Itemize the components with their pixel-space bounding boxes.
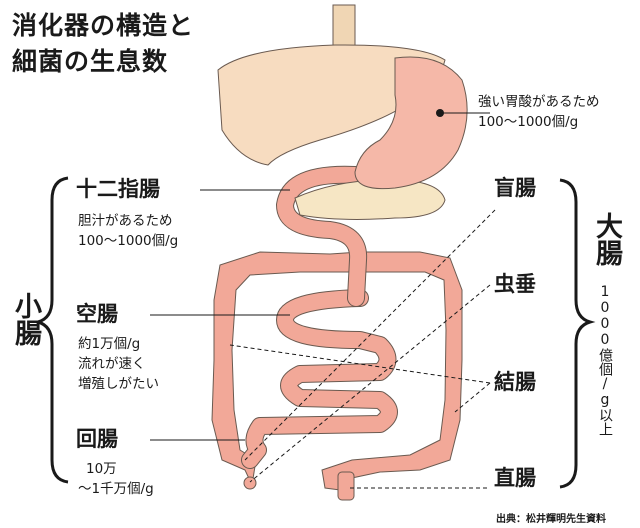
jejunum-note-1: 約1万個/g: [78, 336, 141, 352]
duodenum-note-2: 100〜1000個/g: [78, 233, 179, 249]
jejunum-label: 空腸: [76, 302, 118, 326]
pancreas-shape: [294, 179, 446, 220]
title-line-2: 細菌の生息数: [12, 47, 169, 76]
rectum-shape: [337, 471, 355, 501]
appendix-label: 虫垂: [494, 272, 536, 296]
ileum-note-1: 10万: [86, 461, 117, 477]
stomach-note-1: 強い胃酸があるため: [478, 94, 600, 110]
colon-label: 結腸: [494, 370, 536, 394]
duodenum-note-1: 胆汁があるため: [78, 213, 173, 229]
stomach-note-2: 100〜1000個/g: [478, 114, 579, 130]
rectum-label: 直腸: [494, 466, 536, 490]
title-line-1: 消化器の構造と: [12, 11, 195, 40]
ileum-note-2: 〜1千万個/g: [78, 481, 154, 497]
ileum-label: 回腸: [76, 427, 118, 451]
large-intestine-count: 1000億個/g以上: [597, 284, 613, 436]
source-credit: 出典：松井輝明先生資料: [496, 514, 606, 525]
duodenum-label: 十二指腸: [76, 177, 160, 201]
appendix-shape: [243, 476, 257, 490]
large-intestine-brace: [559, 178, 596, 489]
small-intestine-brace: [32, 176, 69, 484]
cecum-label: 盲腸: [494, 176, 536, 200]
jejunum-note-3: 増殖しがたい: [78, 376, 159, 392]
large-intestine-shape: [211, 251, 463, 501]
stomach-marker: [436, 109, 444, 117]
stomach-shape: [354, 56, 468, 190]
large-intestine-label: 大腸: [591, 212, 622, 266]
jejunum-note-2: 流れが速く: [78, 356, 146, 372]
small-intestine-label: 小腸: [10, 292, 41, 346]
leader-lines: [150, 112, 496, 489]
